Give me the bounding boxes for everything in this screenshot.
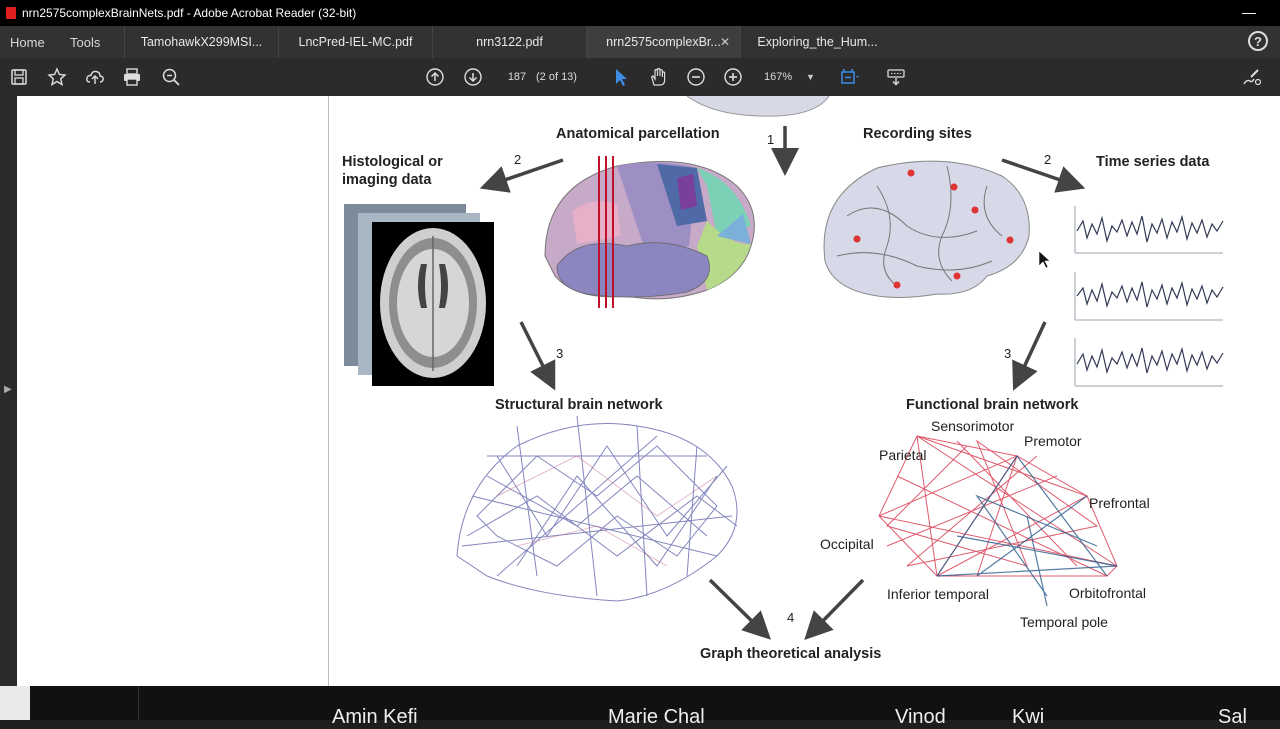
label-imaging-data: imaging data [342,172,432,188]
acrobat-icon [6,7,16,19]
sign-pen-icon[interactable] [1240,66,1262,88]
expand-pane-icon[interactable]: ▶ [4,384,12,395]
zoom-dropdown-icon[interactable]: ▼ [806,72,815,82]
video-participant-strip: Amin Kefi Marie Chal Vinod Kwi Sal [0,686,1280,728]
fit-page-icon[interactable] [838,66,860,88]
step-number: 3 [1004,346,1012,361]
save-icon[interactable] [8,66,30,88]
step-number: 3 [556,346,564,361]
tab-bar: Home Tools TamohawkX299MSI... LncPred-IE… [0,26,1280,58]
page-border [328,96,329,686]
region-premotor: Premotor [1024,433,1082,449]
tab-label: nrn3122.pdf [476,35,543,49]
label-anatomical-parcellation: Anatomical parcellation [556,126,720,142]
region-prefrontal: Prefrontal [1089,495,1150,511]
label-time-series: Time series data [1096,154,1210,170]
region-temporal-pole: Temporal pole [1020,614,1108,630]
previous-page-icon[interactable] [424,66,446,88]
region-sensorimotor: Sensorimotor [931,418,1015,434]
tab-document[interactable]: TamohawkX299MSI... [124,26,278,58]
window-title: nrn2575complexBrainNets.pdf - Adobe Acro… [22,6,357,20]
help-icon[interactable]: ? [1248,31,1268,51]
left-navigation-pane[interactable]: ▶ [0,96,17,686]
step-number: 1 [767,132,775,147]
keyboard-tool-icon[interactable] [885,66,907,88]
zoom-in-icon[interactable] [722,66,744,88]
nav-tools[interactable]: Tools [70,34,101,50]
tab-document[interactable]: nrn3122.pdf [432,26,586,58]
panel-edge [0,686,30,720]
tab-label: Exploring_the_Hum... [757,35,878,49]
zoom-out-icon[interactable] [685,66,707,88]
page-count: (2 of 13) [536,71,577,83]
bookmark-star-icon[interactable] [46,66,68,88]
region-occipital: Occipital [820,536,874,552]
participant-name: Vinod [895,706,946,728]
tab-document[interactable]: LncPred-IEL-MC.pdf [278,26,432,58]
minimize-button[interactable]: — [1242,4,1256,20]
region-orbitofrontal: Orbitofrontal [1069,585,1147,601]
tab-document[interactable]: Exploring_the_Hum... [740,26,894,58]
zoom-level[interactable]: 167% [764,71,793,83]
tab-label: LncPred-IEL-MC.pdf [298,35,413,49]
step-number: 2 [1044,152,1052,167]
nav-home[interactable]: Home [10,34,45,50]
tab-label: nrn2575complexBr... [606,35,721,49]
next-page-icon[interactable] [462,66,484,88]
figure-graphics [344,96,1224,640]
tab-label: TamohawkX299MSI... [140,35,263,49]
label-structural-network: Structural brain network [495,397,663,413]
document-view[interactable]: Anatomical parcellation Recording sites … [17,96,1280,686]
hand-tool-icon[interactable] [647,66,669,88]
print-icon[interactable] [121,66,143,88]
page-number-input[interactable]: 187 [507,71,527,83]
select-pointer-icon[interactable] [610,66,632,88]
cloud-upload-icon[interactable] [84,66,106,88]
participant-name: Marie Chal [608,706,705,728]
label-recording-sites: Recording sites [863,126,972,142]
divider [138,686,139,720]
participant-name: Amin Kefi [332,706,418,728]
title-bar: nrn2575complexBrainNets.pdf - Adobe Acro… [0,0,1280,26]
participant-name: Kwi [1012,706,1045,728]
close-tab-icon[interactable]: ✕ [719,35,730,49]
step-number: 4 [787,610,795,625]
participant-name: Sal [1218,706,1247,728]
tab-document-active[interactable]: nrn2575complexBr...✕ [586,26,740,58]
step-number: 2 [514,152,522,167]
region-parietal: Parietal [879,447,927,463]
zoom-search-icon[interactable] [160,66,182,88]
label-graph-analysis: Graph theoretical analysis [700,646,882,662]
label-functional-network: Functional brain network [906,397,1079,413]
region-inferior-temporal: Inferior temporal [887,586,989,602]
toolbar: 187 (2 of 13) 167% ▼ [0,58,1280,96]
vertical-scrollbar[interactable] [1272,96,1280,686]
label-histological: Histological or [342,154,443,170]
